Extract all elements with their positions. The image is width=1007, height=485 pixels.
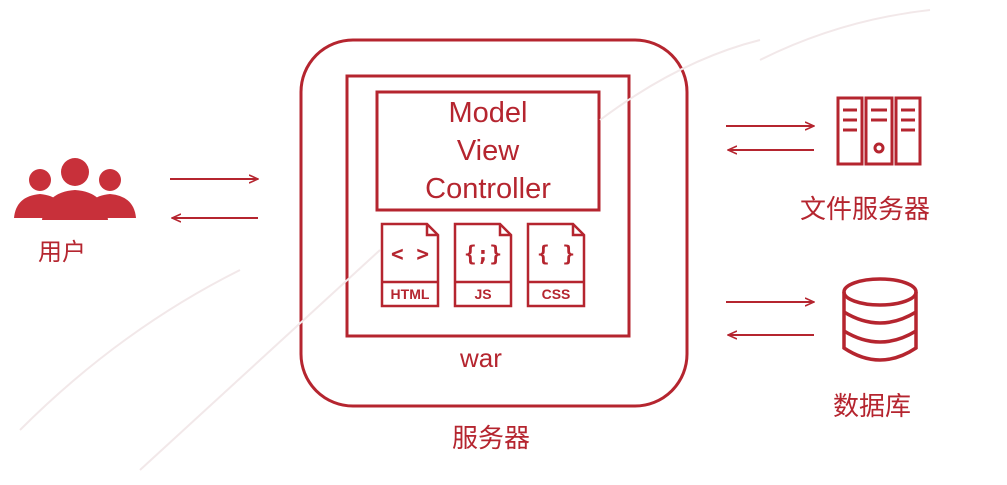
server-label: 服务器	[452, 424, 531, 454]
mvc-controller-label: Controller	[425, 173, 551, 205]
database-icon	[842, 277, 918, 362]
css-file-code: { }	[537, 242, 575, 266]
html-file-name: HTML	[390, 286, 430, 302]
mvc-text: Model View Controller	[377, 92, 599, 210]
server-database-arrows	[726, 302, 814, 335]
mvc-model-label: Model	[448, 97, 528, 129]
html-file-icon	[380, 222, 440, 308]
server-fileserver-arrows	[726, 126, 814, 150]
mvc-box	[375, 90, 601, 212]
css-file-icon	[526, 222, 586, 308]
database-label: 数据库	[833, 392, 912, 422]
users-server-arrows	[170, 179, 258, 218]
war-box	[345, 74, 631, 338]
js-file-icon	[453, 222, 513, 308]
war-label: war	[460, 343, 502, 373]
server-box	[299, 38, 689, 408]
server-rack-icon	[836, 96, 922, 166]
users-label: 用户	[38, 238, 86, 266]
html-file-code: < >	[391, 242, 429, 266]
mvc-view-label: View	[456, 135, 520, 167]
file-server-label: 文件服务器	[800, 195, 931, 225]
js-file-name: JS	[474, 286, 492, 302]
js-file-code: {;}	[464, 242, 502, 266]
css-file-name: CSS	[541, 286, 571, 302]
users-group-icon	[14, 158, 136, 220]
